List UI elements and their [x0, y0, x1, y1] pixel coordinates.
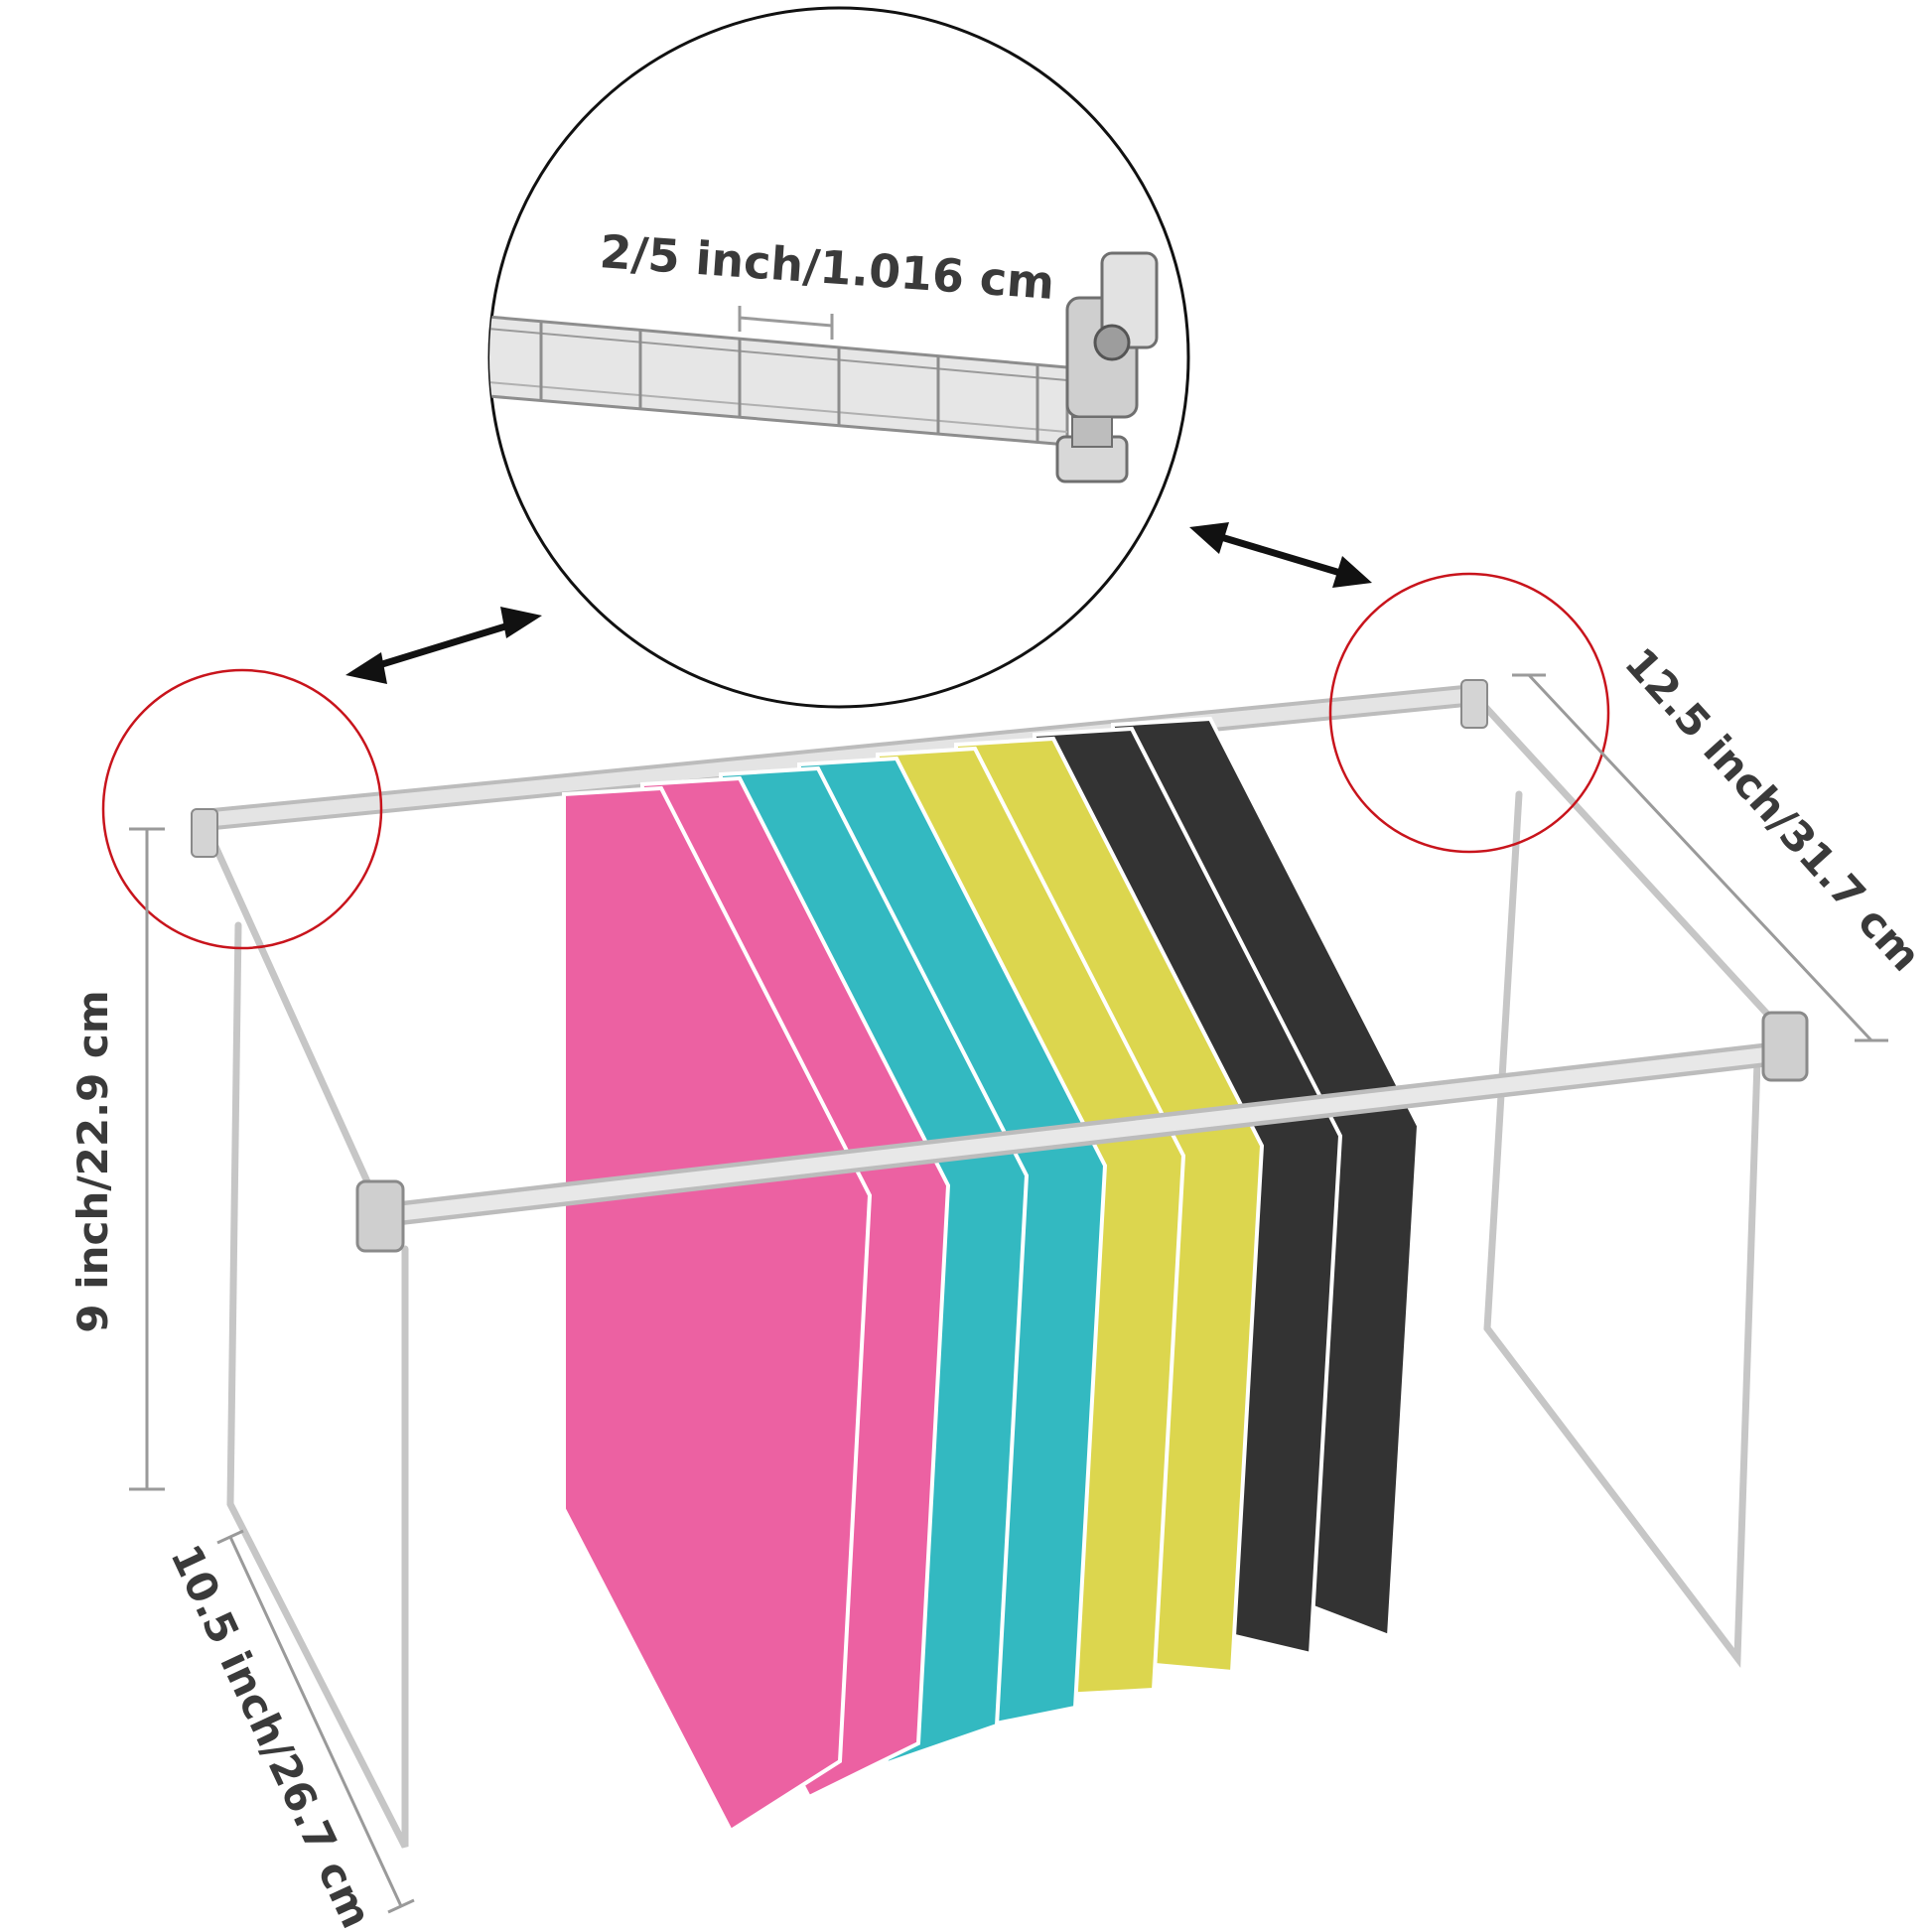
height-dimension — [129, 827, 165, 1491]
highlight-circle-left — [101, 668, 383, 950]
right-leg — [1483, 790, 1761, 1668]
arrow-right — [1189, 522, 1372, 588]
spacing-bracket — [738, 306, 834, 340]
front-rail — [363, 1040, 1799, 1228]
zoomed-rail — [489, 251, 1159, 483]
hanging-folders — [562, 716, 1422, 1834]
depth-dimension — [216, 1529, 415, 1914]
arrow-left — [345, 607, 542, 684]
back-clamp-right — [1460, 679, 1488, 729]
zoom-inset: 2/5 inch/1.016 cm — [487, 6, 1190, 709]
right-side-rail — [1470, 691, 1791, 1039]
height-label: 9 inch/22.9 cm — [69, 990, 117, 1332]
front-clamp-right — [1761, 1011, 1809, 1082]
length-dimension — [1512, 673, 1888, 1042]
frame — [193, 684, 1791, 1849]
left-side-rail — [200, 816, 379, 1203]
left-leg — [226, 921, 409, 1849]
front-clamp-left — [355, 1179, 405, 1253]
clamp-hardware — [1055, 251, 1159, 483]
highlight-circle-right — [1328, 572, 1610, 854]
back-clamp-left — [191, 808, 218, 858]
hanging-folder — [562, 785, 873, 1834]
length-label: 12.5 inch/31.7 cm — [1615, 638, 1930, 981]
